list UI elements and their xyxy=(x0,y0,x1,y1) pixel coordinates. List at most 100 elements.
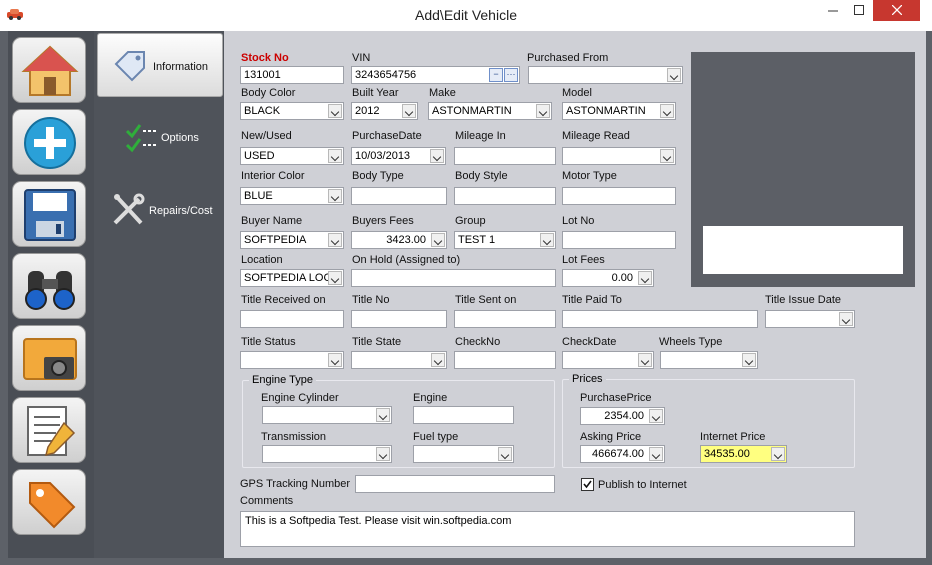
new-used-select[interactable]: USED xyxy=(240,147,344,165)
title-paid-to-field[interactable] xyxy=(562,310,758,328)
buyer-name-value: SOFTPEDIA xyxy=(244,234,307,246)
mileage-in-field[interactable] xyxy=(454,147,556,165)
tab-repairs-cost[interactable]: Repairs/Cost xyxy=(97,181,223,245)
add-icon xyxy=(24,117,76,169)
location-select[interactable]: SOFTPEDIA LOCA xyxy=(240,269,344,287)
chevron-down-icon xyxy=(376,447,390,461)
engine-cylinder-select[interactable] xyxy=(262,406,392,424)
buyer-name-select[interactable]: SOFTPEDIA xyxy=(240,231,344,249)
wheels-type-label: Wheels Type xyxy=(659,336,723,348)
publish-to-internet-label: Publish to Internet xyxy=(598,479,687,491)
purchase-date-label: PurchaseDate xyxy=(352,130,422,142)
wheels-type-select[interactable] xyxy=(660,351,758,369)
vin-more-button[interactable]: ··· xyxy=(504,68,518,82)
chevron-down-icon xyxy=(431,353,445,367)
lot-fees-field[interactable]: 0.00 xyxy=(562,269,654,287)
report-button[interactable] xyxy=(12,397,86,463)
chevron-down-icon xyxy=(328,149,342,163)
fuel-type-select[interactable] xyxy=(413,445,514,463)
chevron-down-icon xyxy=(742,353,756,367)
chevron-down-icon xyxy=(638,271,652,285)
title-state-label: Title State xyxy=(352,336,402,348)
asking-price-label: Asking Price xyxy=(580,431,642,443)
chevron-down-icon xyxy=(536,104,550,118)
buyers-fees-value: 3423.00 xyxy=(386,234,426,246)
tag-button[interactable] xyxy=(12,469,86,535)
chevron-down-icon xyxy=(638,353,652,367)
body-type-label: Body Type xyxy=(352,170,404,182)
title-state-select[interactable] xyxy=(351,351,447,369)
body-color-select[interactable]: BLACK xyxy=(240,102,344,120)
engine-field[interactable] xyxy=(413,406,514,424)
check-date-label: CheckDate xyxy=(562,336,617,348)
chevron-down-icon xyxy=(328,233,342,247)
body-type-field[interactable] xyxy=(351,187,447,205)
lot-no-field[interactable] xyxy=(562,231,676,249)
motor-type-field[interactable] xyxy=(562,187,676,205)
interior-color-select[interactable]: BLUE xyxy=(240,187,344,205)
check-no-label: CheckNo xyxy=(455,336,501,348)
chevron-down-icon xyxy=(328,189,342,203)
tools-icon xyxy=(113,193,145,225)
publish-to-internet-checkbox[interactable] xyxy=(581,478,594,491)
photos-button[interactable] xyxy=(12,325,86,391)
tab-information[interactable]: Information xyxy=(97,33,223,97)
engine-cylinder-label: Engine Cylinder xyxy=(261,392,339,404)
maximize-button[interactable] xyxy=(846,0,872,21)
title-sent-field[interactable] xyxy=(454,310,556,328)
lot-fees-label: Lot Fees xyxy=(562,254,605,266)
save-icon xyxy=(24,189,76,241)
vin-decode-button[interactable]: − xyxy=(489,68,503,82)
group-select[interactable]: TEST 1 xyxy=(454,231,556,249)
motor-type-label: Motor Type xyxy=(562,170,617,182)
title-received-field[interactable] xyxy=(240,310,344,328)
built-year-select[interactable]: 2012 xyxy=(351,102,418,120)
chevron-down-icon xyxy=(649,409,663,423)
body-style-field[interactable] xyxy=(454,187,556,205)
make-select[interactable]: ASTONMARTIN xyxy=(428,102,552,120)
chevron-down-icon xyxy=(376,408,390,422)
check-date-picker[interactable] xyxy=(562,351,654,369)
prices-legend: Prices xyxy=(569,373,606,385)
tab-options[interactable]: Options xyxy=(97,107,223,171)
model-select[interactable]: ASTONMARTIN xyxy=(562,102,676,120)
gps-tracking-label: GPS Tracking Number xyxy=(240,478,351,490)
minimize-button[interactable] xyxy=(820,0,846,21)
purchase-date-picker[interactable]: 10/03/2013 xyxy=(351,147,446,165)
mileage-read-label: Mileage Read xyxy=(562,130,630,142)
save-button[interactable] xyxy=(12,181,86,247)
vin-field[interactable]: 3243654756−··· xyxy=(351,66,520,84)
stock-no-field[interactable]: 131001 xyxy=(240,66,344,84)
title-no-field[interactable] xyxy=(351,310,447,328)
car-app-icon xyxy=(7,9,23,20)
home-button[interactable] xyxy=(12,37,86,103)
comments-textarea[interactable]: This is a Softpedia Test. Please visit w… xyxy=(240,511,855,547)
check-no-field[interactable] xyxy=(454,351,556,369)
body-color-value: BLACK xyxy=(244,105,281,117)
transmission-select[interactable] xyxy=(262,445,392,463)
title-status-select[interactable] xyxy=(240,351,344,369)
mileage-in-label: Mileage In xyxy=(455,130,506,142)
chevron-down-icon xyxy=(328,271,342,285)
purchase-date-value: 10/03/2013 xyxy=(355,150,411,162)
engine-label: Engine xyxy=(413,392,448,404)
on-hold-field[interactable] xyxy=(351,269,556,287)
add-button[interactable] xyxy=(12,109,86,175)
report-icon xyxy=(27,406,76,457)
gps-tracking-field[interactable] xyxy=(355,475,555,493)
buyers-fees-field[interactable]: 3423.00 xyxy=(351,231,447,249)
mileage-read-select[interactable] xyxy=(562,147,676,165)
close-button[interactable] xyxy=(873,0,920,21)
body-style-label: Body Style xyxy=(455,170,508,182)
title-issue-date-picker[interactable] xyxy=(765,310,855,328)
search-button[interactable] xyxy=(12,253,86,319)
body-color-label: Body Color xyxy=(241,87,296,99)
tab-options-label: Options xyxy=(161,132,199,144)
asking-price-field[interactable]: 466674.00 xyxy=(580,445,665,463)
internet-price-field[interactable]: 34535.00 xyxy=(700,445,787,463)
purchase-price-field[interactable]: 2354.00 xyxy=(580,407,665,425)
purchased-from-select[interactable] xyxy=(528,66,683,84)
photo-caption-box xyxy=(703,226,903,274)
title-issue-date-label: Title Issue Date xyxy=(765,294,842,306)
on-hold-label: On Hold (Assigned to) xyxy=(352,254,461,266)
